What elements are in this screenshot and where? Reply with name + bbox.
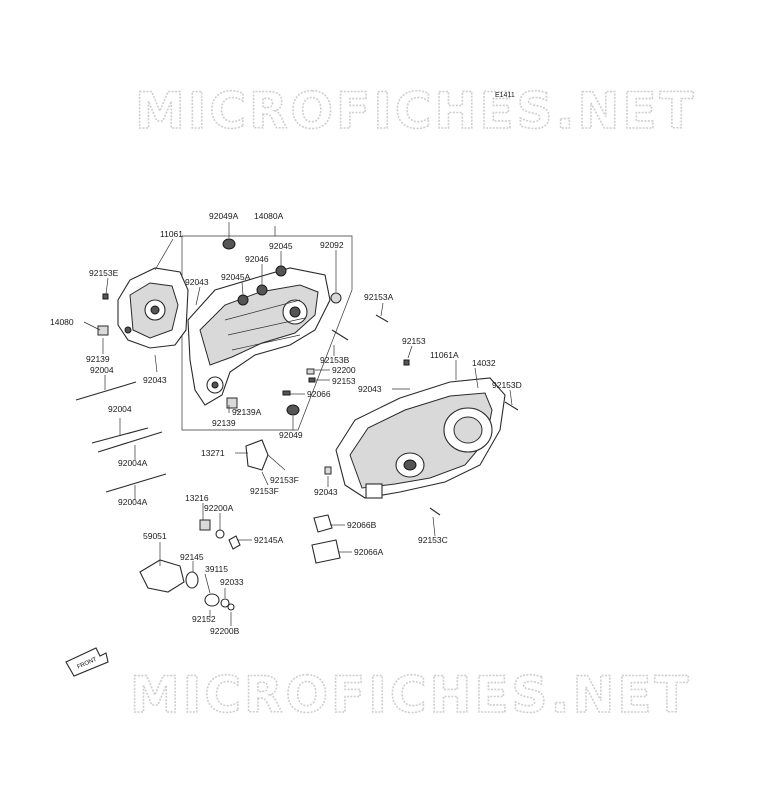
washer-92200: [306, 368, 315, 375]
label-92092: 92092: [320, 240, 344, 250]
label-92145: 92145: [180, 552, 204, 562]
label-92066A: 92066A: [354, 547, 384, 557]
bearing-92045A: [237, 294, 249, 306]
label-92066: 92066: [307, 389, 331, 399]
label-92153C: 92153C: [418, 535, 448, 545]
label-92153F-b: 92153F: [250, 486, 279, 496]
label-11061A: 11061A: [430, 350, 459, 360]
label-92139A: 92139A: [232, 407, 262, 417]
label-92043-b: 92043: [143, 375, 167, 385]
label-92153B: 92153B: [320, 355, 350, 365]
label-92049: 92049: [279, 430, 303, 440]
label-13271: 13271: [201, 448, 225, 458]
kick-pedal-59051: [139, 559, 185, 593]
label-92145A: 92145A: [254, 535, 284, 545]
label-92153-b: 92153: [402, 336, 426, 346]
label-92139-b: 92139: [212, 418, 236, 428]
label-11061: 11061: [160, 229, 183, 239]
dowel-92043-cover: [324, 466, 332, 475]
label-92033: 92033: [220, 577, 244, 587]
label-92004-a: 92004: [90, 365, 114, 375]
gear-13216: [199, 519, 211, 531]
seal-92049: [286, 404, 300, 416]
bolt-92153-cover: [403, 359, 410, 366]
washer-92200A: [215, 529, 225, 539]
label-39115: 39115: [205, 564, 228, 574]
dowel-92066: [282, 390, 291, 396]
label-92066B: 92066B: [347, 520, 377, 530]
bolt-92004-b: [91, 427, 149, 444]
bearing-92046: [256, 284, 268, 296]
front-arrow-icon: FRONT: [65, 647, 109, 677]
collar-92152: [204, 593, 220, 607]
label-92153D: 92153D: [492, 380, 522, 390]
label-92200B: 92200B: [210, 626, 240, 636]
label-92153-a: 92153: [332, 376, 356, 386]
washer-92200B: [227, 603, 235, 611]
label-92004A-b: 92004A: [118, 497, 148, 507]
label-92043-d: 92043: [314, 487, 338, 497]
dowel-92139: [97, 325, 109, 336]
label-92004-b: 92004: [108, 404, 132, 414]
label-92045: 92045: [269, 241, 293, 251]
pad-92066A: [311, 539, 341, 564]
label-59051: 59051: [143, 531, 167, 541]
watermark-bottom: MICROFICHES.NET: [130, 666, 692, 724]
seal-92049A: [222, 238, 236, 250]
label-92200: 92200: [332, 365, 356, 375]
label-92046: 92046: [245, 254, 269, 264]
circlip-92033: [220, 598, 230, 608]
bolt-92153: [308, 377, 316, 383]
label-92043-c: 92043: [358, 384, 382, 394]
bolt-92153A: [375, 314, 389, 323]
label-92200A: 92200A: [204, 503, 234, 513]
bolt-92153D: [504, 401, 519, 411]
bolt-92004A-a: [97, 431, 163, 453]
watermark-top: MICROFICHES.NET: [135, 82, 697, 140]
left-crankcase-part: [117, 267, 189, 349]
label-92152: 92152: [192, 614, 216, 624]
label-14032: 14032: [472, 358, 496, 368]
bolt-92153E: [102, 293, 109, 300]
label-92153A: 92153A: [364, 292, 394, 302]
label-13216: 13216: [185, 493, 209, 503]
label-92049A: 92049A: [209, 211, 239, 221]
diagram-code: E1411: [495, 92, 515, 99]
right-crankcase-part: [187, 267, 331, 406]
bearing-92045: [275, 265, 287, 277]
bolt-92153B: [331, 329, 349, 341]
bolt-92153C: [429, 507, 441, 516]
bolt-92004A-b: [105, 473, 167, 493]
label-92153F-a: 92153F: [270, 475, 299, 485]
bracket-13271: [245, 439, 269, 471]
label-92153E: 92153E: [89, 268, 119, 278]
plug-92092: [330, 292, 342, 304]
bolt-92004-a: [75, 381, 137, 401]
label-92043-a: 92043: [185, 277, 209, 287]
spring-92145: [185, 571, 199, 589]
label-14080: 14080: [50, 317, 74, 327]
group-bracket-14080A: [181, 226, 353, 431]
bolt-92145A: [228, 535, 241, 550]
dowel-92139A: [226, 397, 238, 409]
label-92139-a: 92139: [86, 354, 110, 364]
pad-92066B: [313, 514, 333, 533]
label-92004A-a: 92004A: [118, 458, 148, 468]
transmission-cover-part: [335, 377, 506, 499]
label-92045A: 92045A: [221, 272, 251, 282]
label-14080A: 14080A: [254, 211, 284, 221]
